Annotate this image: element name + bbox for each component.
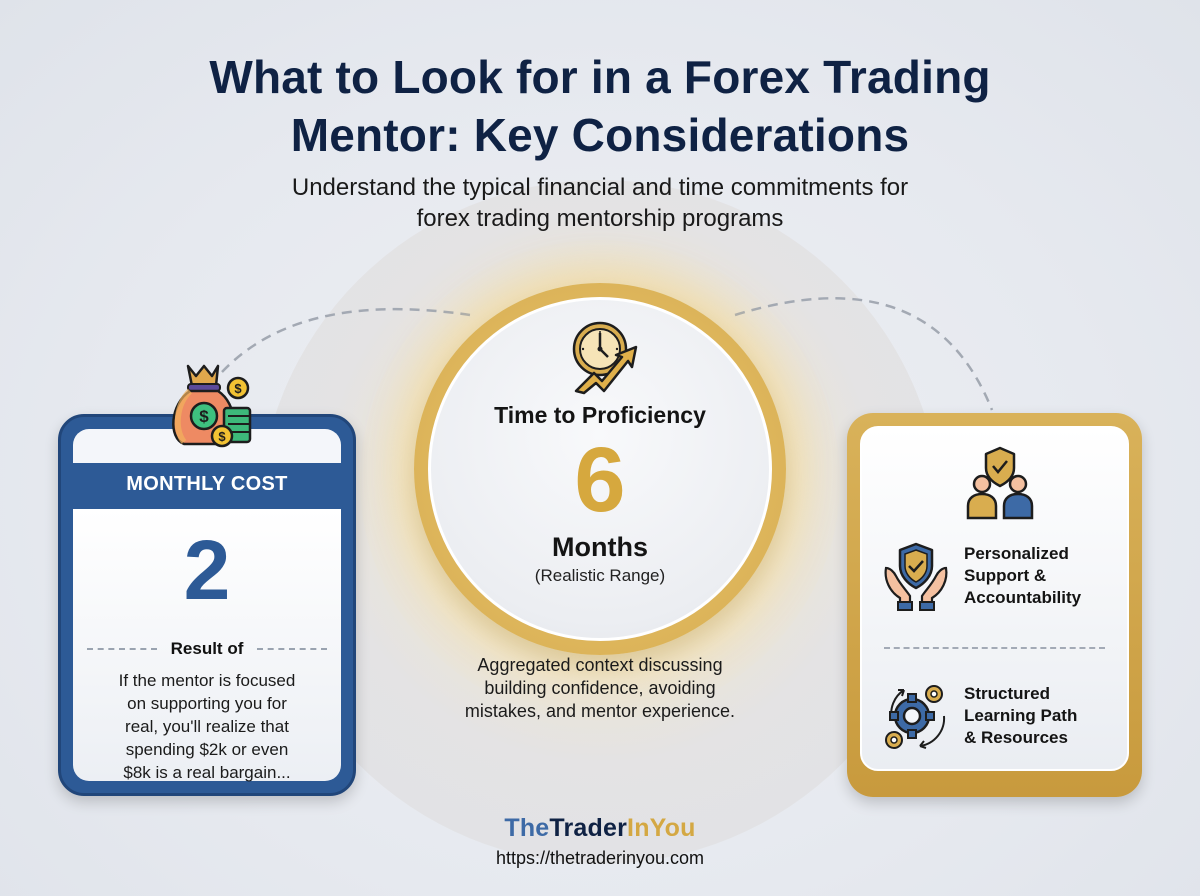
clock-growth-arrow-icon	[572, 321, 638, 395]
mentor-qualities-card: Personalized Support & Accountability	[847, 413, 1142, 797]
monthly-cost-card: MONTHLY COST 2 Result of If the mentor i…	[58, 414, 356, 796]
desc-line: real, you'll realize that	[125, 717, 289, 736]
feature-line: Personalized	[964, 544, 1069, 563]
page-title: What to Look for in a Forex Trading Ment…	[0, 48, 1200, 164]
brand-part-trader: Trader	[549, 814, 628, 842]
mentor-qualities-inner: Personalized Support & Accountability	[860, 426, 1129, 771]
time-to-proficiency-value: 6	[574, 429, 626, 531]
monthly-cost-value: 2	[183, 523, 231, 617]
time-to-proficiency-ring: Time to Proficiency 6 Months (Realistic …	[414, 283, 786, 655]
desc-line: on supporting you for	[127, 694, 287, 713]
brand-part-the: The	[504, 814, 550, 842]
brand-part-inyou: InYou	[627, 814, 696, 842]
svg-text:$: $	[218, 429, 226, 444]
time-to-proficiency-circle: Time to Proficiency 6 Months (Realistic …	[428, 297, 772, 641]
title-line-2: Mentor: Key Considerations	[290, 109, 910, 161]
feature-text: Personalized Support & Accountability	[964, 543, 1081, 609]
monthly-cost-label: MONTHLY COST	[126, 473, 288, 495]
feature-line: Structured	[964, 684, 1050, 703]
result-of-label: Result of	[170, 639, 244, 658]
feature-text: Structured Learning Path & Resources	[964, 683, 1077, 749]
dashed-line	[257, 648, 328, 650]
feature-line: & Resources	[964, 728, 1068, 747]
feature-line: Support &	[964, 566, 1047, 585]
monthly-cost-description: If the mentor is focused on supporting y…	[89, 669, 325, 784]
feature-structured-learning: Structured Learning Path & Resources	[882, 680, 1117, 752]
range-note: (Realistic Range)	[534, 566, 666, 585]
result-divider: Result of	[87, 639, 328, 659]
center-desc-line: mistakes, and mentor experience.	[464, 701, 736, 721]
svg-text:$: $	[234, 381, 242, 396]
svg-text:$: $	[199, 407, 209, 426]
subtitle-line-1: Understand the typical financial and tim…	[291, 174, 909, 201]
desc-line: $8k is a real bargain...	[123, 763, 291, 782]
title-line-1: What to Look for in a Forex Trading	[209, 51, 991, 103]
hands-shield-check-icon	[884, 542, 948, 611]
desc-line: spending $2k or even	[125, 740, 289, 759]
center-desc-line: Aggregated context discussing	[477, 655, 723, 675]
money-bag-icon: $ $ $	[172, 364, 252, 448]
feature-line: Learning Path	[964, 706, 1078, 725]
gears-cycle-icon	[885, 685, 946, 749]
mentor-mentee-shield-icon	[966, 446, 1034, 520]
monthly-cost-body: 2 Result of If the mentor is focused on …	[73, 509, 341, 784]
center-desc-line: building confidence, avoiding	[484, 678, 716, 698]
subtitle-line-2: forex trading mentorship programs	[416, 205, 784, 232]
desc-line: If the mentor is focused	[118, 671, 296, 690]
dashed-line	[87, 648, 157, 650]
feature-divider	[884, 647, 1105, 649]
time-unit: Months	[552, 532, 648, 562]
website-url[interactable]: https://thetraderinyou.com	[495, 848, 705, 868]
time-to-proficiency-label: Time to Proficiency	[494, 402, 706, 428]
feature-line: Accountability	[964, 588, 1082, 607]
brand-logo: TheTraderInYou	[0, 814, 1200, 843]
center-description: Aggregated context discussing building c…	[430, 654, 770, 723]
feature-personalized-support: Personalized Support & Accountability	[882, 540, 1117, 612]
page-subtitle: Understand the typical financial and tim…	[0, 172, 1200, 234]
